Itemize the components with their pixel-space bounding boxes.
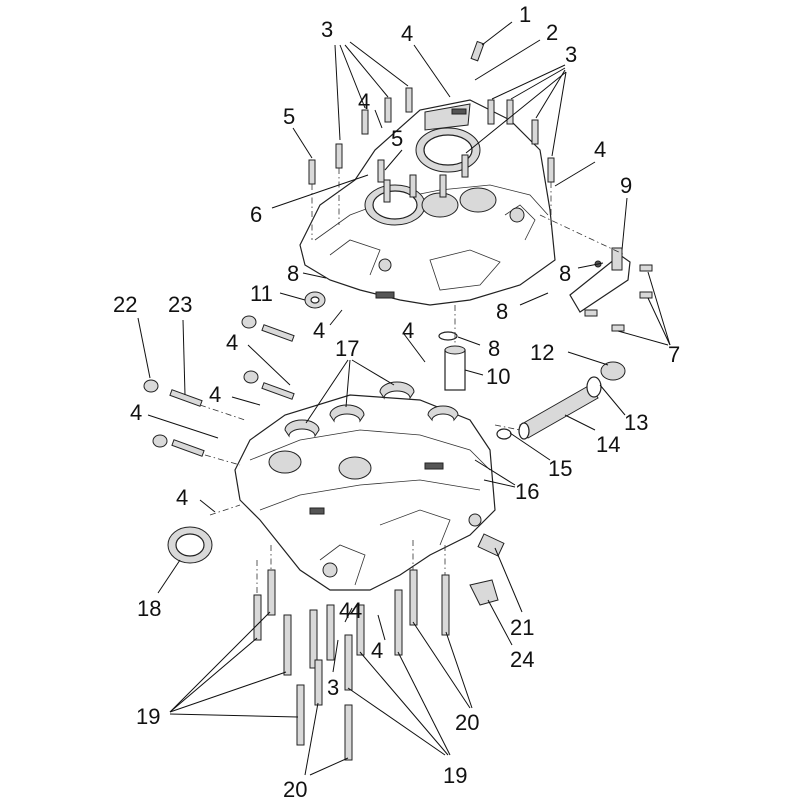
callout-20: 20 [283,777,307,800]
callout-8: 8 [559,261,571,286]
callout-6: 6 [250,202,262,227]
callout-4: 4 [402,318,414,343]
callout-5: 5 [391,126,403,151]
callout-4: 4 [371,638,383,663]
callout-8: 8 [496,299,508,324]
callout-4: 4 [176,485,188,510]
callout-4: 4 [350,598,362,623]
upper-crankcase [299,99,556,306]
callout-labels: 1 2 3 3 3 4 4 4 4 4 4 4 4 4 4 4 4 5 5 6 … [113,2,680,800]
callout-17: 17 [335,336,359,361]
callout-4: 4 [226,330,238,355]
bolts [143,40,653,761]
callout-7: 7 [668,342,680,367]
callout-4: 4 [339,598,351,623]
callout-9: 9 [620,173,632,198]
sensor [469,533,505,606]
callout-20: 20 [455,710,479,735]
dowel-tube [438,331,466,391]
callout-18: 18 [137,596,161,621]
callout-14: 14 [596,432,620,457]
callout-3: 3 [565,42,577,67]
callout-3: 3 [321,17,333,42]
assembly-axes [199,168,626,595]
callout-5: 5 [283,104,295,129]
callout-13: 13 [624,410,648,435]
callout-8: 8 [488,336,500,361]
lower-crankcase [234,394,496,591]
callout-10: 10 [486,364,510,389]
rubber-grommet [304,291,326,309]
callout-4: 4 [401,21,413,46]
callout-23: 23 [168,292,192,317]
callout-19: 19 [136,704,160,729]
seal-ring [167,526,213,564]
callout-19: 19 [443,763,467,788]
callout-16: 16 [515,479,539,504]
callout-4: 4 [594,137,606,162]
callout-4: 4 [209,382,221,407]
callout-2: 2 [546,20,558,45]
callout-4: 4 [130,400,142,425]
callout-8: 8 [287,261,299,286]
callout-11: 11 [250,281,273,306]
callout-21: 21 [510,615,534,640]
callout-4: 4 [313,318,325,343]
callout-1: 1 [519,2,531,27]
bracket-assembly [569,247,631,313]
callout-3: 3 [327,675,339,700]
callout-22: 22 [113,292,137,317]
callout-15: 15 [548,456,572,481]
callout-4: 4 [358,89,370,114]
leader-lines [137,21,671,776]
callout-12: 12 [530,340,554,365]
bearing-shells [284,381,459,438]
balancer-shaft [496,361,626,440]
callout-24: 24 [510,647,534,672]
